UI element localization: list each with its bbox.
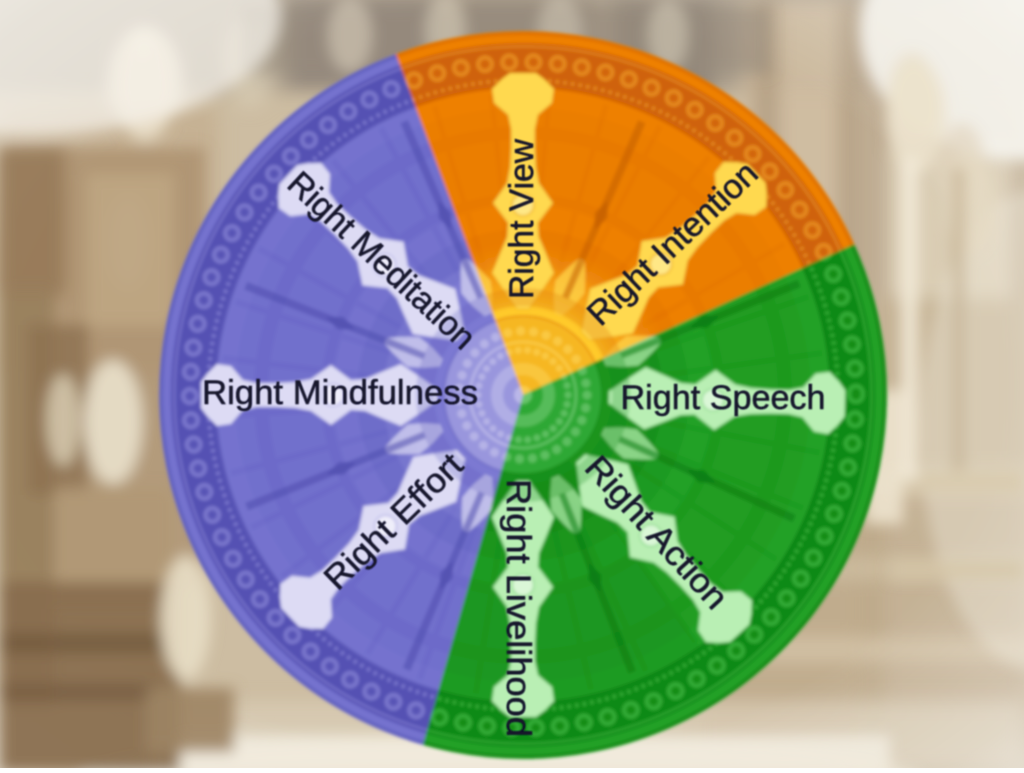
svg-text:Right Mindfulness: Right Mindfulness: [202, 374, 478, 412]
svg-text:Right Speech: Right Speech: [621, 379, 826, 417]
svg-text:Right Livelihood: Right Livelihood: [499, 479, 537, 737]
svg-text:Right View: Right View: [503, 139, 541, 299]
